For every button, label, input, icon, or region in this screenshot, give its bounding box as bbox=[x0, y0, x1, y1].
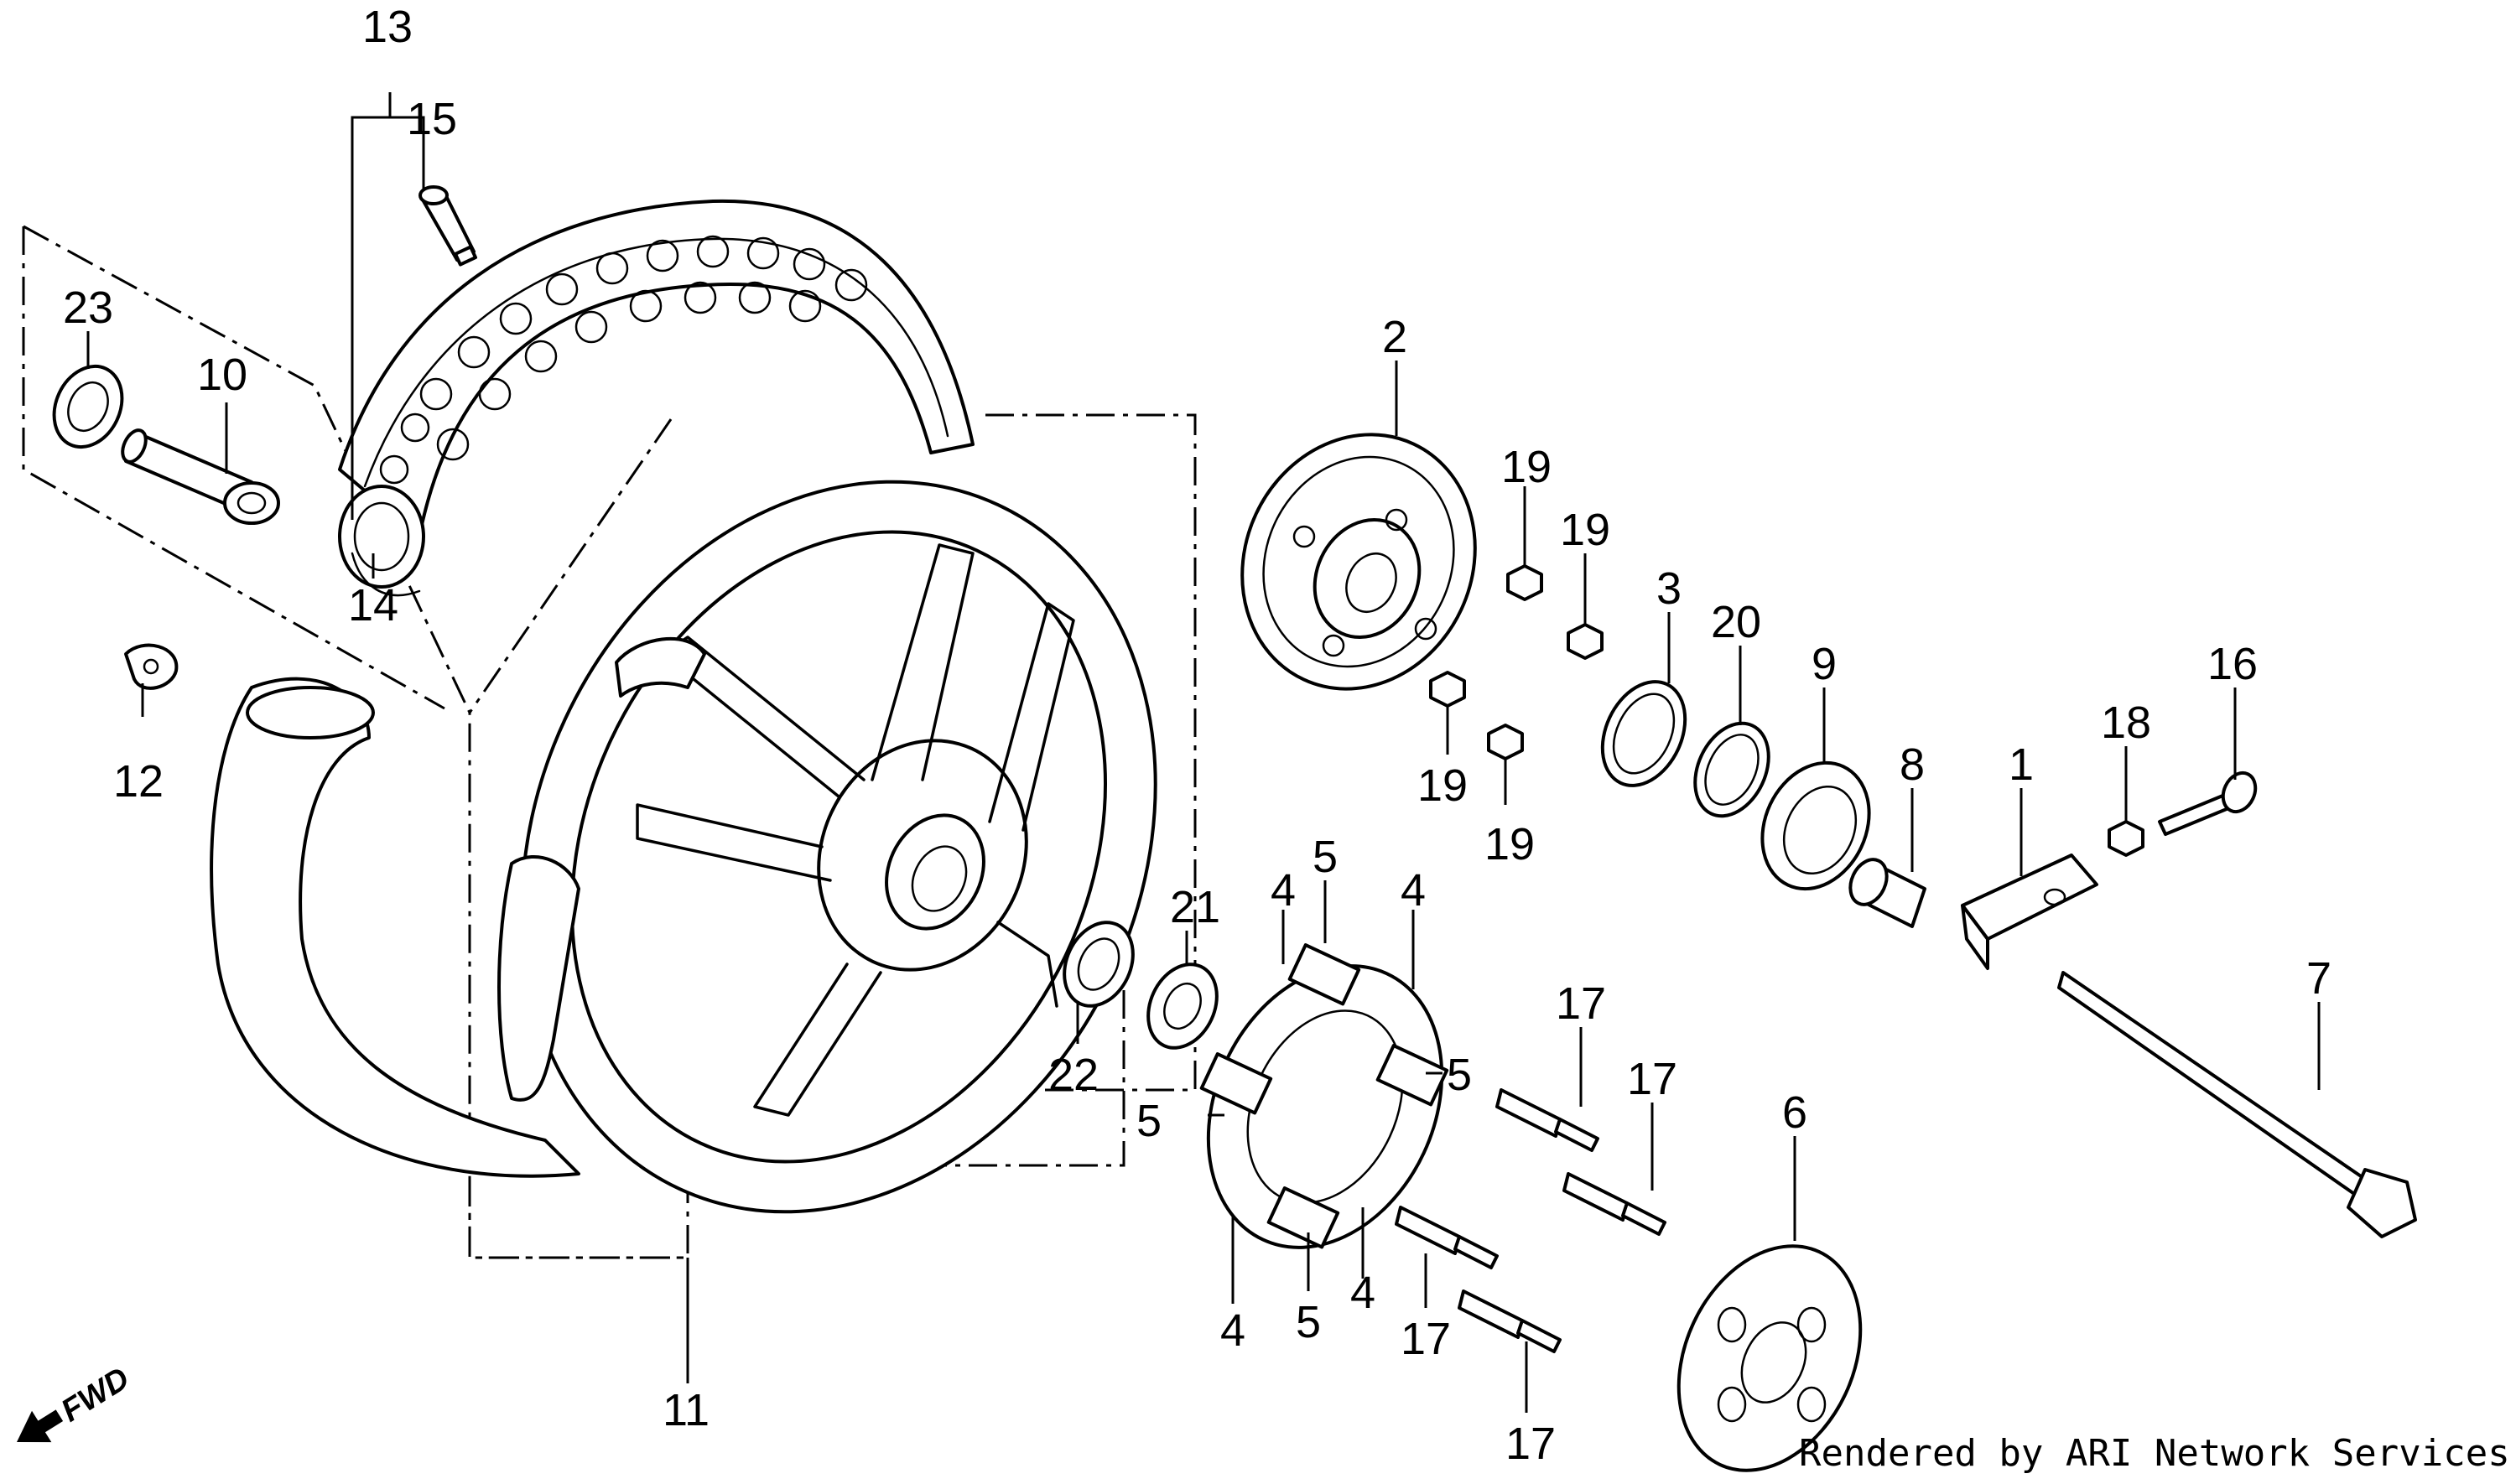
callout-23: 23 bbox=[63, 283, 113, 333]
callout-6: 6 bbox=[1782, 1087, 1807, 1138]
plate-6 bbox=[1676, 1244, 1863, 1472]
callout-3: 3 bbox=[1656, 563, 1682, 614]
callout-4a: 4 bbox=[1271, 865, 1296, 916]
inner-tube bbox=[351, 552, 421, 597]
driven-sprocket bbox=[1240, 433, 1477, 691]
clip-12 bbox=[124, 643, 179, 690]
collar-8 bbox=[1848, 858, 1926, 928]
bearing-21 bbox=[1146, 963, 1219, 1050]
callout-2: 2 bbox=[1382, 312, 1407, 362]
callout-4c: 4 bbox=[1220, 1305, 1245, 1356]
studs-17 bbox=[1395, 1088, 1666, 1353]
chain-adjuster-1 bbox=[1961, 854, 2098, 970]
fwd-arrow-icon bbox=[17, 1409, 64, 1443]
callout-20: 20 bbox=[1711, 597, 1761, 647]
callout-19a: 19 bbox=[1501, 442, 1552, 492]
forward-direction-indicator: FWD bbox=[17, 1361, 136, 1443]
callout-8: 8 bbox=[1900, 739, 1925, 790]
distance-collar-10 bbox=[121, 428, 280, 525]
callout-numbers: 13 15 23 10 14 12 11 2 19 19 19 19 3 20 … bbox=[63, 2, 2331, 1469]
adjusting-bolt-16 bbox=[2158, 771, 2258, 836]
bearing-22 bbox=[1063, 921, 1135, 1008]
callout-17d: 17 bbox=[1505, 1419, 1556, 1469]
leader-lines bbox=[86, 92, 2321, 1413]
render-credit: Rendered by ARI Network Services, Inc. bbox=[1799, 1432, 2516, 1475]
callout-15: 15 bbox=[407, 94, 457, 144]
callout-19d: 19 bbox=[1484, 819, 1535, 869]
callout-14: 14 bbox=[348, 580, 398, 630]
cast-wheel bbox=[497, 480, 1157, 1214]
callout-5b: 5 bbox=[1447, 1050, 1472, 1100]
callout-11: 11 bbox=[663, 1385, 710, 1435]
rear-axle-7 bbox=[2057, 971, 2417, 1238]
callout-19c: 19 bbox=[1417, 760, 1468, 811]
callout-10: 10 bbox=[197, 350, 247, 400]
wheel-damper-assembly bbox=[1199, 943, 1449, 1249]
callout-4d: 4 bbox=[1350, 1268, 1375, 1318]
callout-17b: 17 bbox=[1627, 1054, 1677, 1104]
callout-21: 21 bbox=[1170, 882, 1220, 932]
tire-valve bbox=[418, 185, 478, 267]
callout-22: 22 bbox=[1048, 1050, 1099, 1100]
callout-5c: 5 bbox=[1136, 1096, 1162, 1146]
circlip-20 bbox=[1693, 721, 1770, 818]
callout-17a: 17 bbox=[1556, 978, 1606, 1029]
callout-12: 12 bbox=[113, 756, 164, 807]
callout-18: 18 bbox=[2101, 698, 2151, 748]
rim-band bbox=[210, 677, 580, 1178]
callout-16: 16 bbox=[2207, 639, 2258, 689]
callout-4b: 4 bbox=[1401, 865, 1426, 916]
callout-5a: 5 bbox=[1313, 832, 1338, 882]
washer-3 bbox=[1600, 680, 1687, 787]
callout-7: 7 bbox=[2306, 953, 2331, 1004]
callout-13: 13 bbox=[362, 2, 413, 52]
fwd-label: FWD bbox=[55, 1361, 136, 1429]
callout-1: 1 bbox=[2009, 739, 2034, 790]
callout-19b: 19 bbox=[1560, 505, 1610, 555]
tire bbox=[338, 199, 975, 589]
callout-17c: 17 bbox=[1401, 1314, 1451, 1364]
callout-9: 9 bbox=[1812, 639, 1837, 689]
oil-seal-9 bbox=[1760, 760, 1871, 891]
bearing-23 bbox=[52, 364, 124, 449]
sprocket-nuts bbox=[1429, 564, 1604, 760]
callout-5d: 5 bbox=[1296, 1297, 1321, 1347]
nut-18 bbox=[2108, 820, 2144, 857]
